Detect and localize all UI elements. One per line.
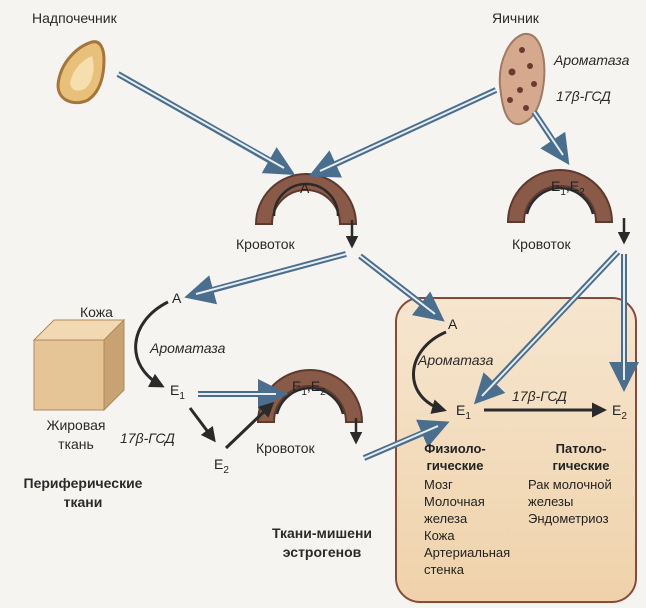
list-item: Мозг (424, 476, 510, 493)
list-item: Артериальная (424, 544, 510, 561)
periph-hsd-label: 17β-ГСД (120, 430, 175, 446)
target-aromatase-label: Ароматаза (418, 352, 493, 368)
molecule-e1-periph: E1 (170, 382, 185, 402)
list-item: стенка (424, 561, 510, 578)
list-item: Кожа (424, 527, 510, 544)
ovary-label: Яичник (492, 10, 539, 26)
list-item: Эндометриоз (528, 510, 612, 527)
skin-label: Кожа (80, 304, 113, 320)
physiological-list: Мозг Молочная железа Кожа Артериальная с… (424, 476, 510, 578)
ovary-aromatase-label: Ароматаза (554, 52, 629, 68)
molecule-a-target: A (448, 316, 457, 332)
ovary-hsd-label: 17β-ГСД (556, 88, 611, 104)
molecule-a-periph: A (172, 290, 181, 306)
target-tissues-label: Ткани-мишени эстрогенов (262, 524, 382, 562)
list-item: Рак молочной (528, 476, 612, 493)
molecule-e2-periph: E2 (214, 456, 229, 476)
pathological-list: Рак молочной железы Эндометриоз (528, 476, 612, 527)
molecule-e2-target: E2 (612, 402, 627, 422)
list-item: железа (424, 510, 510, 527)
target-hsd-label: 17β-ГСД (512, 388, 567, 404)
adrenal-label: Надпочечник (32, 10, 117, 26)
bloodstream-right-label: Кровоток (512, 236, 571, 252)
molecule-e1e2-blood-right: E1,E2 (551, 178, 585, 198)
physiological-title: Физиоло- гические (410, 440, 500, 474)
fat-tissue-label: Жировая ткань (24, 416, 128, 454)
molecule-a-blood: A (300, 180, 309, 196)
bloodstream-mid-label: Кровоток (256, 440, 315, 456)
fat-tissue-icon (34, 320, 124, 410)
molecule-e1-target: E1 (456, 402, 471, 422)
ovary-icon (500, 34, 545, 124)
periph-aromatase-label: Ароматаза (150, 340, 225, 356)
list-item: железы (528, 493, 612, 510)
molecule-e1e2-blood-mid: E1,E2 (292, 378, 326, 398)
bloodstream-left-label: Кровоток (236, 236, 295, 252)
pathological-title: Патоло- гические (536, 440, 626, 474)
peripheral-tissues-label: Периферические ткани (6, 474, 160, 512)
list-item: Молочная (424, 493, 510, 510)
